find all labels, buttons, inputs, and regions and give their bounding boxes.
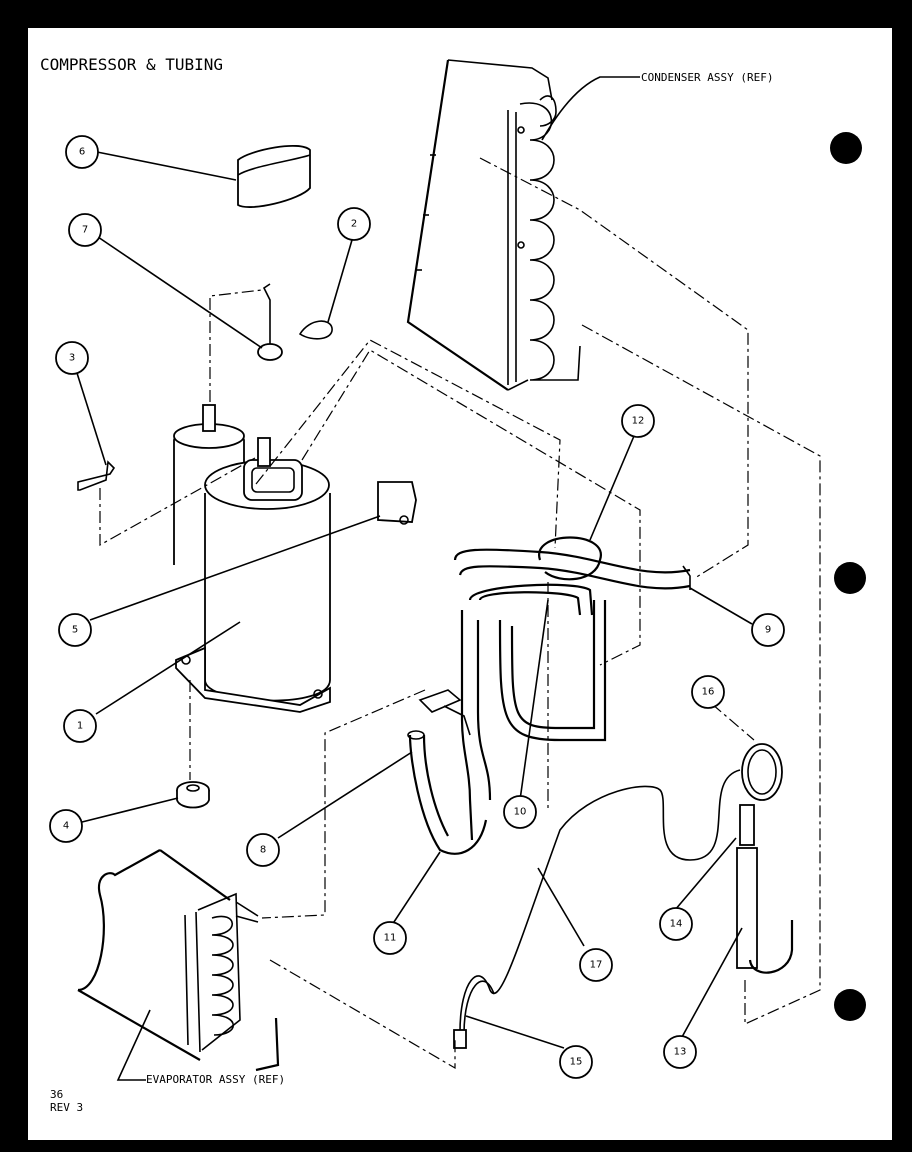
callout-12: 12 <box>621 404 655 438</box>
callout-9: 9 <box>751 613 785 647</box>
callout-leaders <box>76 151 755 1049</box>
evaporator-label: EVAPORATOR ASSY (REF) <box>146 1073 285 1086</box>
svg-text:9: 9 <box>765 625 771 636</box>
callout-15: 15 <box>559 1045 593 1079</box>
svg-text:13: 13 <box>674 1047 687 1058</box>
callout-7: 7 <box>68 213 102 247</box>
svg-text:12: 12 <box>632 416 645 427</box>
capillary-assembly <box>453 743 794 1049</box>
page-title: COMPRESSOR & TUBING <box>40 55 223 74</box>
svg-text:3: 3 <box>69 353 75 364</box>
punch-hole-bottom <box>834 989 866 1021</box>
svg-text:5: 5 <box>72 625 78 636</box>
svg-text:17: 17 <box>590 960 603 971</box>
condenser-label: CONDENSER ASSY (REF) <box>641 71 773 84</box>
callout-6: 6 <box>65 135 99 169</box>
callout-16: 16 <box>691 675 725 709</box>
svg-text:8: 8 <box>260 845 266 856</box>
svg-text:2: 2 <box>351 219 357 230</box>
svg-text:7: 7 <box>82 225 88 236</box>
punch-hole-middle <box>834 562 866 594</box>
svg-text:11: 11 <box>384 933 397 944</box>
condenser-assembly <box>406 59 581 391</box>
reference-lines <box>99 157 821 1070</box>
svg-text:4: 4 <box>63 821 69 832</box>
callout-17: 17 <box>579 948 613 982</box>
svg-text:1: 1 <box>77 721 83 732</box>
callout-8: 8 <box>246 833 280 867</box>
callout-3: 3 <box>55 341 89 375</box>
callout-10: 10 <box>503 795 537 829</box>
callout-14: 14 <box>659 907 693 941</box>
revision: REV 3 <box>50 1101 83 1114</box>
callout-1: 1 <box>63 709 97 743</box>
compressor <box>173 404 331 713</box>
callout-5: 5 <box>58 613 92 647</box>
page-number: 36 <box>50 1088 63 1101</box>
callout-11: 11 <box>373 921 407 955</box>
evaporator-assembly <box>77 849 280 1072</box>
punch-hole-top <box>830 132 862 164</box>
parts-small <box>77 145 417 809</box>
svg-text:10: 10 <box>514 807 527 818</box>
svg-text:16: 16 <box>702 687 715 698</box>
callout-2: 2 <box>337 207 371 241</box>
svg-text:6: 6 <box>79 147 85 158</box>
callout-13: 13 <box>663 1035 697 1069</box>
tubing <box>407 536 691 855</box>
svg-text:15: 15 <box>570 1057 583 1068</box>
svg-text:14: 14 <box>670 919 683 930</box>
callout-4: 4 <box>49 809 83 843</box>
